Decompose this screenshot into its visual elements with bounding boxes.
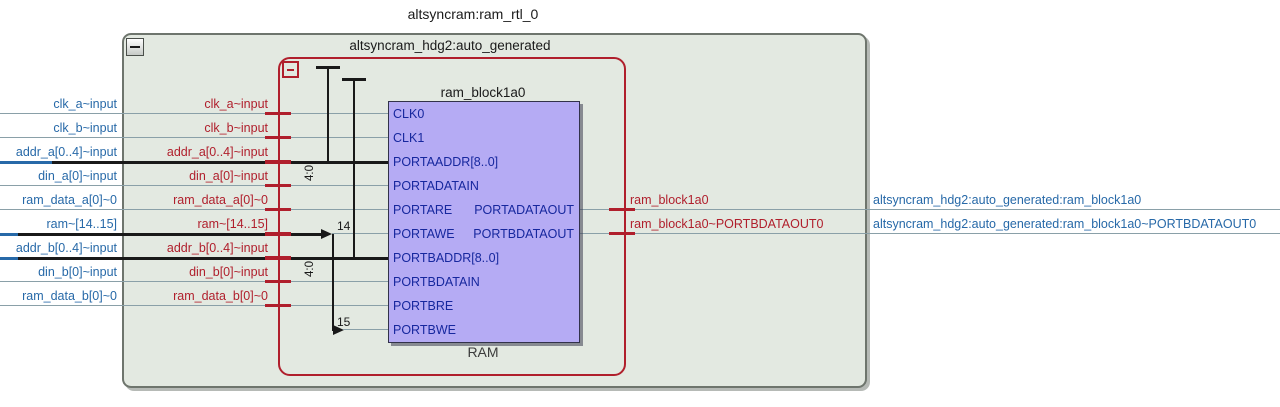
inner-net-label-ram-data-b[interactable]: ram_data_b[0]~0 (173, 289, 268, 303)
net-portawe-segment (332, 233, 388, 234)
collapse-inner-button[interactable] (282, 61, 299, 78)
bus-bit-label-15: 15 (337, 315, 351, 329)
output-net-label-ram-block1a0[interactable]: ram_block1a0 (630, 193, 709, 207)
bus-ram-pin-segment (0, 233, 18, 236)
boundary-cross-mark (265, 208, 291, 211)
bus-rip-vertical (332, 234, 334, 331)
net-clk-a (0, 113, 388, 114)
net-label-ram-data-b[interactable]: ram_data_b[0]~0 (22, 289, 117, 303)
port-portbre: PORTBRE (393, 299, 454, 313)
port-portadatain: PORTADATAIN (393, 179, 479, 193)
boundary-cross-mark (265, 160, 291, 164)
inner-net-label-addr-a[interactable]: addr_a[0..4]~input (166, 145, 268, 159)
net-label-addr-a[interactable]: addr_a[0..4]~input (15, 145, 117, 159)
inner-box-title: altsyncram_hdg2:auto_generated (349, 38, 551, 53)
boundary-cross-mark (265, 136, 291, 139)
boundary-cross-mark (265, 256, 291, 260)
stub-to-portbaddr (353, 79, 355, 259)
boundary-cross-mark (609, 208, 635, 211)
boundary-cross-mark (265, 304, 291, 307)
bus-addr-b-pin-segment (0, 257, 18, 260)
port-portbdatain: PORTBDATAIN (393, 275, 480, 289)
inner-net-label-clk-b[interactable]: clk_b~input (204, 121, 268, 135)
inner-net-label-din-b[interactable]: din_b[0]~input (189, 265, 268, 279)
boundary-cross-mark (265, 184, 291, 187)
minus-icon (287, 68, 294, 71)
ram-block-caption: RAM (467, 344, 499, 360)
ram-block-title: ram_block1a0 (440, 85, 526, 100)
net-ram-data-b (0, 305, 388, 306)
port-clk1: CLK1 (393, 131, 425, 145)
net-label-ram-data-a[interactable]: ram_data_a[0]~0 (22, 193, 117, 207)
port-portaaddr: PORTAADDR[8..0] (393, 155, 499, 169)
boundary-cross-mark (609, 232, 635, 235)
minus-icon (130, 46, 140, 48)
net-label-din-a[interactable]: din_a[0]~input (38, 169, 117, 183)
net-portadataout (578, 209, 1280, 210)
inner-net-label-addr-b[interactable]: addr_b[0..4]~input (166, 241, 268, 255)
stub-to-portaaddr (327, 67, 329, 163)
boundary-cross-mark (265, 112, 291, 115)
inner-net-label-ram-data-a[interactable]: ram_data_a[0]~0 (173, 193, 268, 207)
bus-rip-arrow-icon (321, 229, 332, 239)
collapse-outer-button[interactable] (126, 38, 144, 56)
net-clk-b (0, 137, 388, 138)
output-net-label-full-portbdataout0[interactable]: altsyncram_hdg2:auto_generated:ram_block… (873, 217, 1257, 231)
port-portawe: PORTAWE (393, 227, 455, 241)
boundary-cross-mark (265, 280, 291, 283)
inner-net-label-din-a[interactable]: din_a[0]~input (189, 169, 268, 183)
bus-rip-range-label-b: 4:0 (304, 261, 316, 277)
net-din-b (0, 281, 388, 282)
bus-rip-arrow-icon (333, 325, 344, 335)
output-net-label-full-ram-block1a0[interactable]: altsyncram_hdg2:auto_generated:ram_block… (873, 193, 1142, 207)
port-portbwe: PORTBWE (393, 323, 456, 337)
port-portbdataout: PORTBDATAOUT (473, 227, 574, 241)
net-label-clk-b[interactable]: clk_b~input (53, 121, 117, 135)
port-portadataout: PORTADATAOUT (474, 203, 574, 217)
outer-box-title: altsyncram:ram_rtl_0 (407, 6, 539, 22)
net-label-clk-a[interactable]: clk_a~input (53, 97, 117, 111)
bus-rip-range-label-a: 4:0 (304, 165, 316, 181)
bus-addr-a-pin-segment (0, 161, 52, 164)
net-portbwe-segment (343, 329, 388, 330)
net-din-a (0, 185, 388, 186)
inner-net-label-ram[interactable]: ram~[14..15] (197, 217, 268, 231)
ram-block[interactable] (388, 101, 580, 343)
port-portare: PORTARE (393, 203, 453, 217)
port-clk0: CLK0 (393, 107, 425, 121)
bus-addr-b (0, 257, 388, 260)
port-portbaddr: PORTBADDR[8..0] (393, 251, 500, 265)
inner-net-label-clk-a[interactable]: clk_a~input (204, 97, 268, 111)
bus-addr-a (0, 161, 388, 164)
net-ram-data-a (0, 209, 388, 210)
net-label-din-b[interactable]: din_b[0]~input (38, 265, 117, 279)
inner-hierarchy-box[interactable] (278, 57, 626, 376)
net-portbdataout (578, 233, 1280, 234)
output-net-label-portbdataout0[interactable]: ram_block1a0~PORTBDATAOUT0 (630, 217, 824, 231)
net-label-addr-b[interactable]: addr_b[0..4]~input (15, 241, 117, 255)
bus-bit-label-14: 14 (337, 219, 351, 233)
net-label-ram[interactable]: ram~[14..15] (46, 217, 117, 231)
boundary-cross-mark (265, 232, 291, 236)
bus-ram (0, 233, 322, 236)
